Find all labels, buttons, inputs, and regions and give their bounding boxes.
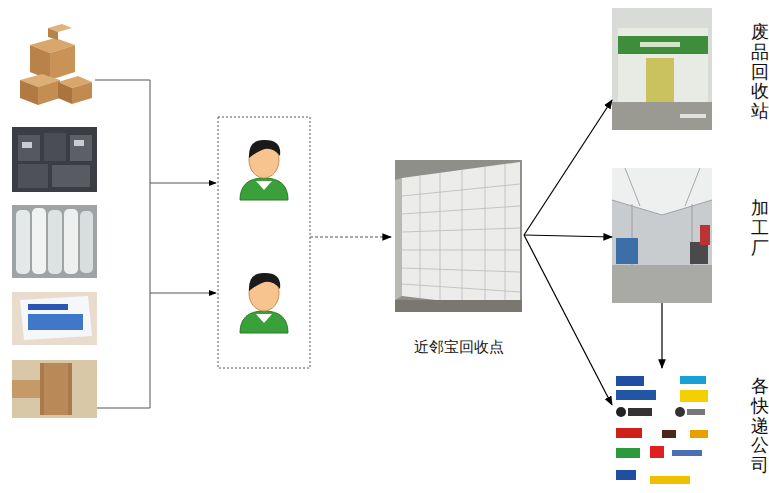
resident-group [218, 117, 310, 368]
factory-photo [612, 168, 712, 303]
vertical-label: 加工厂 [751, 198, 769, 257]
photo-node: 废品回收站 [612, 8, 767, 133]
flow-arrow [524, 235, 612, 405]
photo-node: 近邻宝回收点 [393, 158, 524, 363]
photo-node: 各快递公司 [612, 368, 767, 491]
bags-photo [12, 127, 97, 192]
person-icon [240, 140, 288, 200]
logos-photo [612, 370, 712, 493]
dotted-arrow [310, 236, 391, 237]
merge-lines [95, 80, 216, 408]
tape-photo [12, 360, 97, 418]
photo-node: 加工厂 [612, 168, 767, 303]
cardboard-photo [15, 20, 95, 110]
node-label: 近邻宝回收点 [393, 338, 524, 356]
locker-photo [395, 160, 522, 312]
vertical-label: 废品回收站 [751, 22, 769, 121]
flow-arrow [524, 235, 612, 237]
person-icon [240, 273, 288, 333]
flow-arrow [661, 303, 662, 368]
flow-arrow [524, 100, 612, 235]
station-photo [612, 8, 712, 130]
envelope-photo [12, 292, 97, 345]
vertical-label: 各快递公司 [751, 376, 769, 475]
bubble-wrap-photo [12, 205, 97, 278]
